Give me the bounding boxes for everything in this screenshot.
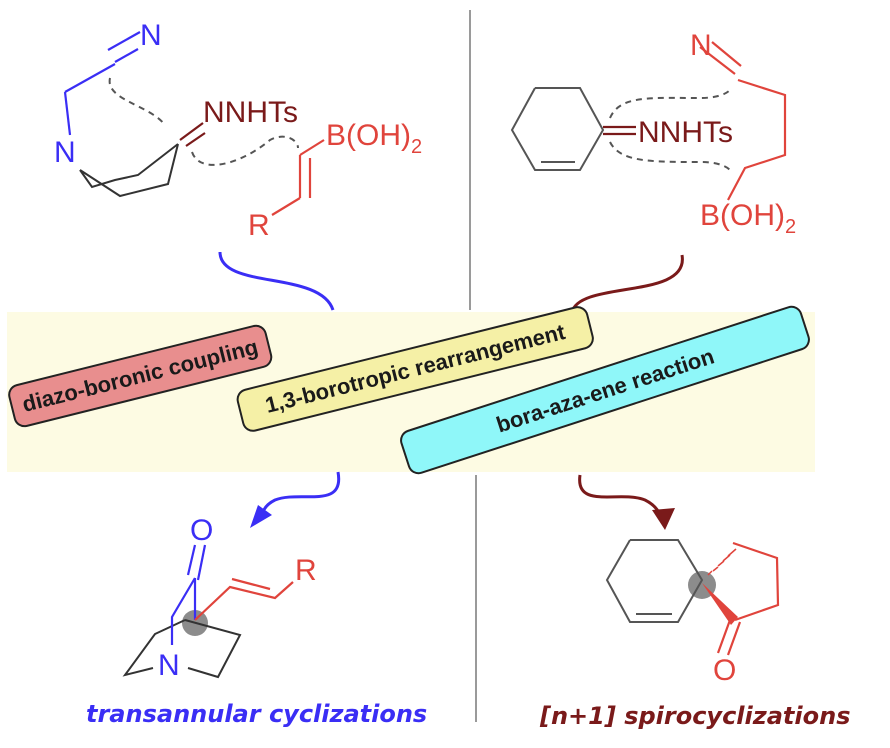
- right-reactant: NNHTs N B(OH)2: [510, 29, 796, 238]
- r-group-label: R: [248, 209, 270, 242]
- dashed-guide-lower: [609, 141, 731, 171]
- dashed-guide-upper: [609, 89, 731, 119]
- left-arrow-bottom: [250, 471, 341, 528]
- wedge-bond: [702, 583, 738, 625]
- dashed-guide-vinyl: [191, 135, 299, 166]
- nitrile-nitrogen-label-right: N: [690, 29, 712, 62]
- product-ring-nitrogen-label: N: [158, 649, 180, 682]
- hydrazone-label-right: NNHTs: [638, 116, 733, 149]
- left-product: O N R: [122, 514, 317, 682]
- carbonyl-oxygen-label: O: [190, 514, 213, 547]
- caption-right: [n+1] spirocyclizations: [539, 702, 850, 730]
- right-connector-top: [570, 254, 684, 313]
- product-r-group-label: R: [295, 554, 317, 587]
- left-reactant: N N NNHTs B(OH)2 R: [54, 19, 422, 242]
- nitrile-nitrogen-label: N: [140, 19, 162, 52]
- right-product: O: [605, 539, 780, 687]
- caption-left: transannular cyclizations: [86, 700, 427, 728]
- hydrazone-label: NNHTs: [203, 96, 298, 129]
- boronic-acid-label: B(OH)2: [326, 119, 422, 158]
- ring-nitrogen-label: N: [54, 136, 76, 169]
- boronic-acid-label-right: B(OH)2: [700, 199, 796, 238]
- right-arrow-bottom: [578, 474, 675, 530]
- ketone-oxygen-label: O: [713, 654, 736, 687]
- left-connector-top: [218, 251, 335, 311]
- dashed-guide-nitrile: [108, 77, 166, 126]
